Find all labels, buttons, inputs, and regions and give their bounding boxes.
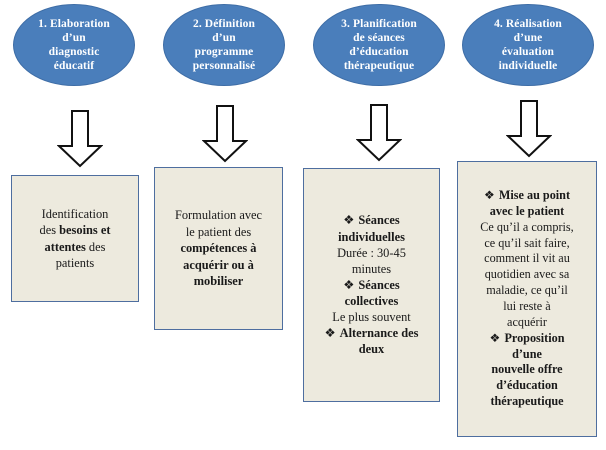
text-line: Le plus souvent — [332, 310, 411, 325]
text-line: nouvelle offre — [491, 362, 563, 377]
stage-ellipse-2[interactable]: 2. Définition d’un programme personnalis… — [163, 4, 285, 86]
stage-ellipse-4-label: 4. Réalisation d’une évaluation individu… — [494, 17, 562, 73]
text-line: quotidien avec sa — [484, 267, 570, 282]
bullet-icon: ❖ — [343, 277, 355, 292]
bullet-icon: ❖ — [483, 187, 495, 202]
text-line: acquérir ou à — [183, 257, 254, 272]
text-line: collectives — [344, 294, 399, 309]
text-line: individuelles — [338, 229, 405, 244]
text-line: Identification — [41, 206, 109, 221]
text-line: Durée : 30-45 — [337, 245, 406, 260]
text-line: minutes — [351, 261, 392, 276]
arrow-down-stage-2 — [202, 105, 248, 163]
text-line: le patient des — [185, 224, 252, 239]
text-line: acquérir — [507, 314, 547, 329]
bullet-icon: ❖ — [489, 330, 501, 345]
text-line: patients — [55, 256, 95, 270]
stage-ellipse-3-label: 3. Planification de séances d’éducation … — [341, 17, 417, 73]
stage-ellipse-1-label: 1. Elaboration d’un diagnostic éducatif — [38, 17, 110, 73]
text-line: d’éducation — [496, 378, 558, 393]
bullet-icon: ❖ — [324, 326, 336, 341]
stage-ellipse-1[interactable]: 1. Elaboration d’un diagnostic éducatif — [13, 4, 135, 86]
stage-ellipse-4[interactable]: 4. Réalisation d’une évaluation individu… — [462, 4, 594, 86]
text-line: des besoins et — [39, 223, 111, 237]
text-line: thérapeutique — [490, 394, 564, 409]
text-line: d’une — [512, 346, 542, 361]
text-line: Formulation avec — [174, 208, 263, 223]
text-line: deux — [358, 342, 385, 357]
text-line: Ce qu’il a compris, — [480, 219, 574, 234]
arrow-down-stage-1 — [57, 110, 103, 168]
text-line: avec le patient — [489, 203, 565, 218]
text-line: ❖Séances — [343, 213, 400, 228]
bullet-icon: ❖ — [343, 213, 355, 228]
text-line: ❖Proposition — [489, 330, 565, 345]
stage-ellipse-3[interactable]: 3. Planification de séances d’éducation … — [313, 4, 445, 86]
text-line: ce qu’il sait faire, — [484, 235, 570, 250]
content-box-stage-1-text: Identification des besoins et attentes des… — [12, 206, 138, 272]
arrow-down-stage-3 — [356, 104, 402, 162]
content-box-stage-1[interactable]: Identification des besoins et attentes des… — [11, 175, 139, 302]
text-line: ❖Alternance des — [324, 326, 419, 341]
text-line: mobiliser — [193, 274, 244, 289]
text-line: comment il vit au — [484, 251, 570, 266]
text-line: maladie, ce qu’il — [486, 283, 568, 298]
text-line: lui reste à — [503, 299, 551, 313]
text-line: attentes des — [44, 239, 106, 254]
arrow-down-stage-4 — [506, 100, 552, 158]
text-line: ❖Séances — [343, 277, 400, 292]
stage-ellipse-2-label: 2. Définition d’un programme personnalis… — [192, 17, 256, 73]
text-line: ❖Mise au point — [483, 187, 571, 202]
text-line: compétences à — [180, 241, 257, 256]
